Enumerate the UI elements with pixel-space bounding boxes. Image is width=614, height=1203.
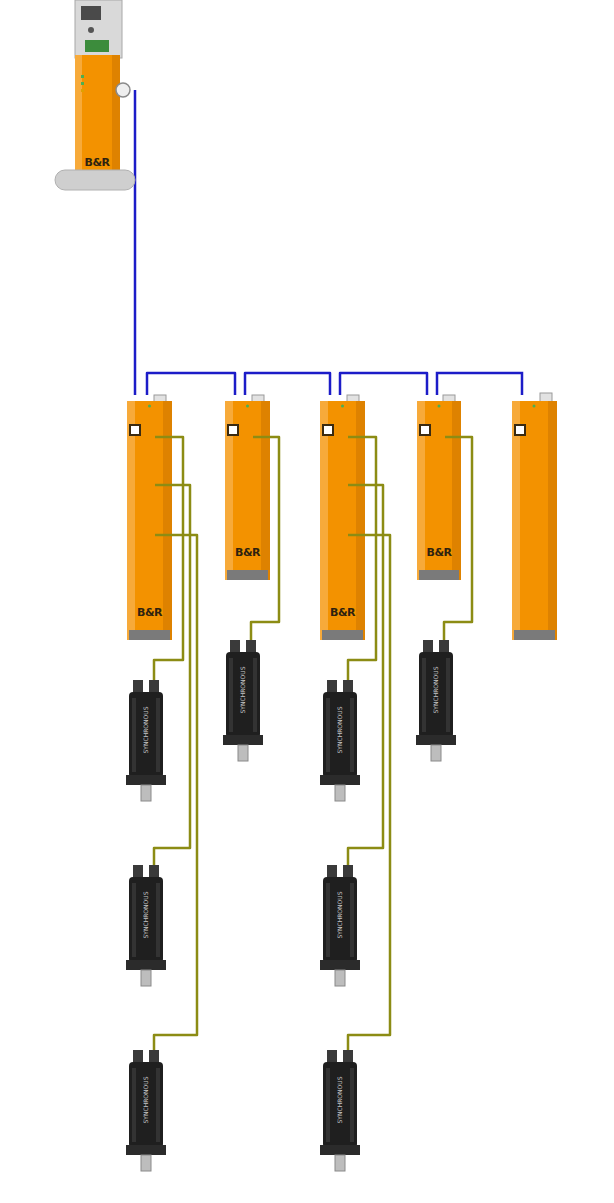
motor-label: SYNCHRONOUS	[337, 892, 343, 939]
brand-logo: B&R	[330, 607, 355, 618]
drive-figure	[320, 395, 365, 640]
brand-logo: B&R	[427, 547, 452, 558]
cable-line	[134, 90, 137, 395]
motor-label: SYNCHRONOUS	[240, 667, 246, 714]
motor-label: SYNCHRONOUS	[433, 667, 439, 714]
motor-label: SYNCHRONOUS	[337, 1077, 343, 1124]
servo-drive: B&R	[225, 395, 270, 580]
motor-label: SYNCHRONOUS	[143, 892, 149, 939]
network-cable	[147, 373, 235, 395]
servo-motor: SYNCHRONOUS	[125, 680, 167, 805]
drive-module	[512, 393, 557, 640]
servo-motor: SYNCHRONOUS	[319, 1050, 361, 1175]
network-cable	[135, 90, 136, 395]
drive-figure	[127, 395, 172, 640]
servo-motor: SYNCHRONOUS	[125, 1050, 167, 1175]
brand-logo: B&R	[137, 607, 162, 618]
servo-drive: B&R	[320, 395, 365, 640]
servo-motor: SYNCHRONOUS	[125, 865, 167, 990]
network-cable	[245, 373, 330, 395]
servo-drive: B&R	[417, 395, 461, 580]
servo-motor: SYNCHRONOUS	[222, 640, 264, 765]
brand-logo: B&R	[85, 157, 110, 168]
powerlink-cable	[437, 373, 522, 395]
motor-label: SYNCHRONOUS	[143, 1077, 149, 1124]
network-cable	[340, 373, 427, 395]
brand-logo: B&R	[235, 547, 260, 558]
cable-line	[340, 373, 427, 395]
servo-motor: SYNCHRONOUS	[319, 680, 361, 805]
cable-line	[147, 373, 235, 395]
servo-motor: SYNCHRONOUS	[319, 865, 361, 990]
plc-controller: B&R	[55, 0, 135, 190]
servo-drive: B&R	[127, 395, 172, 640]
cable-line	[245, 373, 330, 395]
motor-label: SYNCHRONOUS	[143, 707, 149, 754]
motor-label: SYNCHRONOUS	[337, 707, 343, 754]
servo-motor: SYNCHRONOUS	[415, 640, 457, 765]
